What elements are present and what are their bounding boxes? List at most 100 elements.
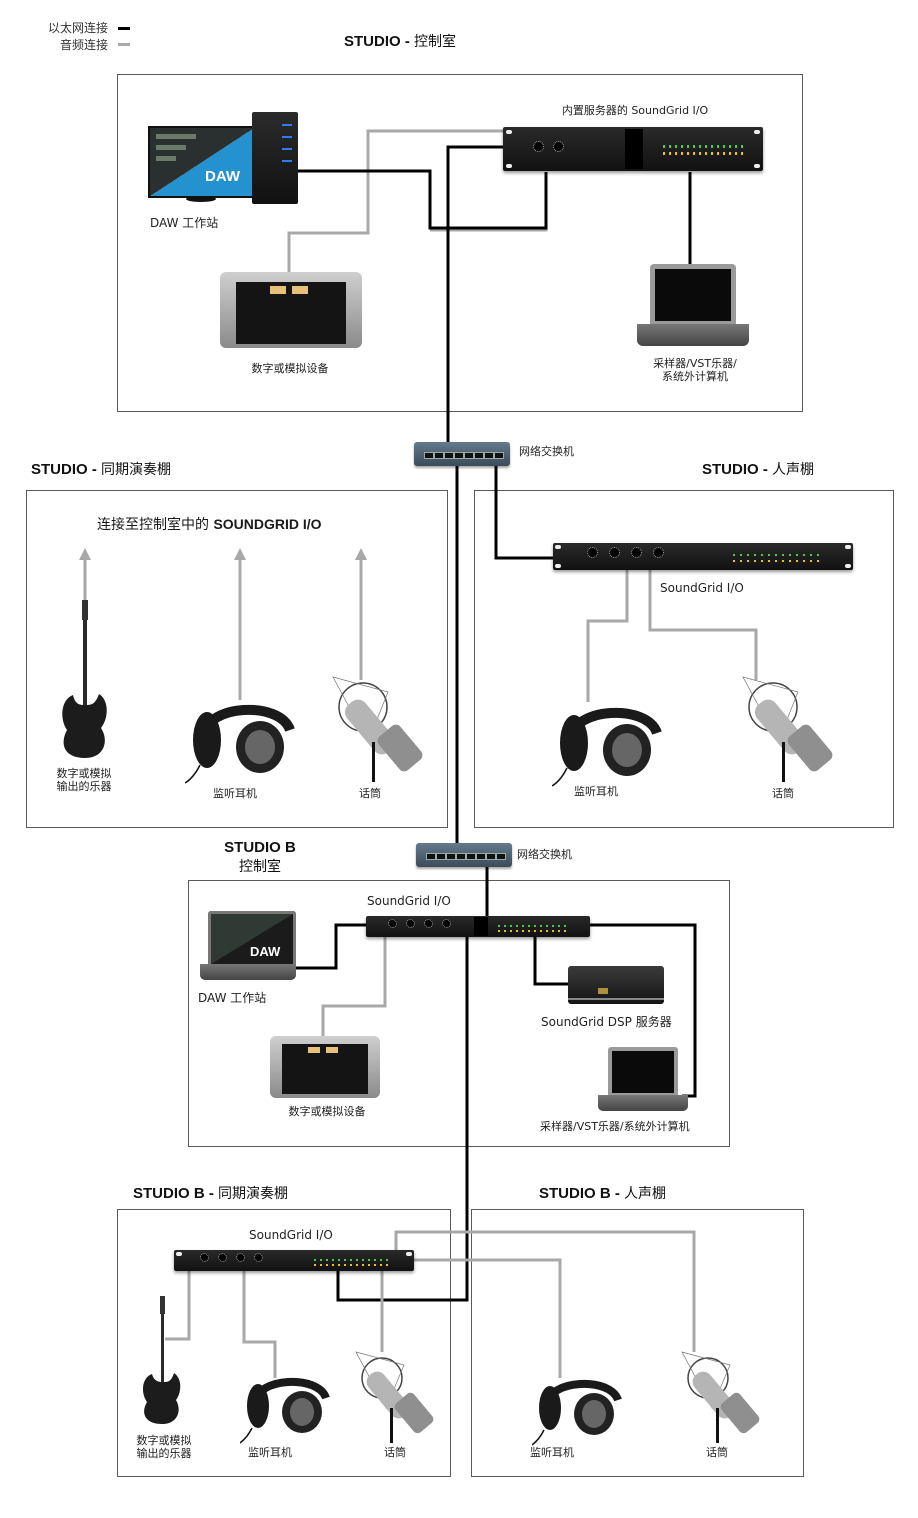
switch-port	[444, 452, 454, 459]
daw-monitor: DAW	[148, 126, 256, 198]
rack-ear	[754, 164, 760, 168]
studio-b-guitar-label-2: 输出的乐器	[136, 1447, 192, 1460]
knob	[424, 919, 433, 928]
server-slot	[625, 129, 643, 169]
knob	[533, 141, 544, 152]
switch-port	[494, 452, 504, 459]
laptop-label-2: 系统外计算机	[662, 370, 728, 383]
studio-b-guitar-label-1: 数字或模拟	[136, 1434, 192, 1447]
vu-meter	[292, 286, 308, 294]
led-row-green	[314, 1259, 389, 1261]
vu-meter	[270, 286, 286, 294]
io-display	[474, 917, 488, 936]
led-row-yellow	[498, 930, 568, 932]
laptop-screen	[612, 1051, 674, 1093]
switch-port	[496, 853, 506, 860]
knob	[442, 919, 451, 928]
microphone-icon	[681, 1351, 760, 1443]
rack-ear	[845, 545, 851, 549]
audio-wire	[586, 570, 629, 702]
studio-b-laptop-label: 采样器/VST乐器/系统外计算机	[540, 1120, 690, 1133]
switch-port	[476, 853, 486, 860]
audio-wire	[287, 129, 505, 272]
knob	[200, 1253, 209, 1262]
switch-port	[464, 452, 474, 459]
rack-ear	[406, 1252, 412, 1256]
dsp-server-label: SoundGrid DSP 服务器	[541, 1015, 672, 1029]
ethernet-wire	[590, 923, 697, 1098]
rack-ear	[754, 130, 760, 134]
audio-wire	[648, 570, 758, 680]
microphone-icon	[355, 1351, 434, 1443]
studio-b-live-title: STUDIO B - 同期演奏棚	[133, 1183, 288, 1203]
led-row-yellow	[733, 560, 823, 562]
title-en: STUDIO -	[344, 33, 414, 50]
title-zh: 同期演奏棚	[101, 462, 171, 478]
headphones-icon	[532, 1379, 622, 1446]
ethernet-wire	[292, 923, 366, 970]
studio-b-soundgrid-io	[366, 916, 590, 937]
switch-port	[454, 452, 464, 459]
knob	[609, 547, 620, 558]
rack-ear	[176, 1252, 182, 1256]
vocal-mic-label: 话筒	[772, 787, 794, 800]
daw-badge: DAW	[205, 168, 240, 185]
switch-port	[486, 853, 496, 860]
mic-label: 话筒	[359, 787, 381, 800]
title-en: STUDIO B -	[539, 1185, 624, 1202]
knob	[218, 1253, 227, 1262]
guitar-label-1: 数字或模拟	[56, 767, 112, 780]
studio-b-vocal-box	[471, 1209, 804, 1477]
laptop-keyboard	[598, 1095, 688, 1111]
tower-leds	[282, 124, 292, 126]
studio-b-vocal-title: STUDIO B - 人声棚	[539, 1183, 666, 1203]
dsp-port	[598, 988, 608, 994]
live-room-box	[26, 490, 448, 828]
gear-panel	[236, 282, 346, 344]
studio-b-headphones-label: 监听耳机	[248, 1446, 292, 1459]
outboard-gear	[270, 1036, 380, 1098]
ethernet-wire	[446, 145, 505, 448]
studio-b-daw-label: DAW 工作站	[198, 991, 267, 1005]
switch-port	[474, 452, 484, 459]
ethernet-wire	[297, 169, 548, 230]
led-row-yellow	[314, 1264, 389, 1266]
led-row-green	[498, 925, 568, 927]
knob	[406, 919, 415, 928]
knob	[254, 1253, 263, 1262]
laptop-keyboard	[637, 324, 749, 346]
gear-label: 数字或模拟设备	[251, 362, 329, 375]
headphones-icon	[185, 705, 295, 784]
title-en: STUDIO B -	[133, 1185, 218, 1202]
subtitle-zh: 连接至控制室中的	[97, 517, 214, 533]
title-zh: 控制室	[414, 34, 456, 50]
switch-1-label: 网络交换机	[519, 445, 574, 458]
rack-ear	[506, 164, 512, 168]
studio-b-gear-label: 数字或模拟设备	[288, 1105, 366, 1118]
vu-meter	[326, 1047, 338, 1053]
guitar-icon	[62, 600, 107, 758]
vocal-headphones-label: 监听耳机	[574, 785, 618, 798]
switch-port	[434, 452, 444, 459]
audio-wire	[394, 1230, 696, 1352]
switch-port	[446, 853, 456, 860]
ethernet-wire	[533, 937, 570, 986]
studio-b-vocal-mic-label: 话筒	[706, 1446, 728, 1459]
switch-port	[456, 853, 466, 860]
server-soundgrid-io	[503, 127, 763, 171]
studio-b-vocal-headphones-label: 监听耳机	[530, 1446, 574, 1459]
title-en: STUDIO -	[31, 461, 101, 478]
title-zh: 人声棚	[624, 1186, 666, 1202]
daw-label: DAW 工作站	[150, 216, 219, 230]
knob	[388, 919, 397, 928]
legend-audio-swatch	[118, 43, 130, 46]
daw-laptop-screen	[211, 914, 293, 964]
switch-port	[484, 452, 494, 459]
title-line2: 控制室	[239, 859, 281, 875]
pc-tower	[252, 112, 298, 204]
vocal-booth-io-label: SoundGrid I/O	[660, 581, 744, 595]
switch-2-label: 网络交换机	[517, 848, 572, 861]
daw-track	[156, 156, 176, 161]
dsp-trim	[568, 998, 664, 1000]
